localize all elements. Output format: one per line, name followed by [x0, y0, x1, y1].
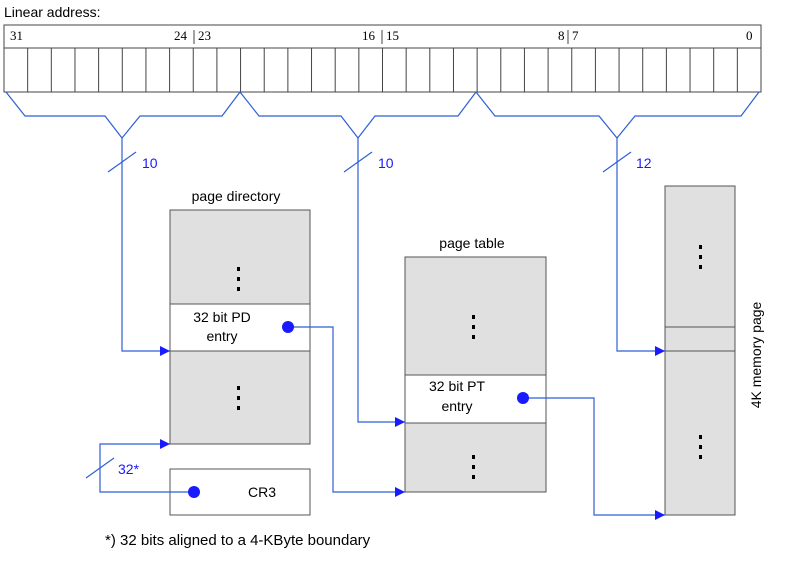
width-slash	[85, 457, 115, 479]
pt-entry-label-line2: entry	[441, 398, 472, 414]
bit-label-15: 15	[386, 28, 399, 43]
memory-page-box	[664, 185, 736, 516]
ellipsis-icon	[237, 386, 240, 410]
pt-entry-pointer-dot	[517, 392, 529, 404]
ellipsis-icon	[237, 267, 240, 291]
page-table-label: page table	[439, 235, 505, 251]
offset-field-width: 12	[636, 155, 652, 171]
ellipsis-icon	[472, 315, 475, 339]
ellipsis-icon	[699, 245, 702, 269]
width-slash	[602, 151, 632, 173]
pd-entry-to-table-arrow	[288, 326, 405, 497]
directory-field-width: 10	[142, 155, 158, 171]
linear-address-title: Linear address:	[4, 4, 101, 20]
footnote: *) 32 bits aligned to a 4-KByte boundary	[105, 532, 371, 549]
bit-label-31: 31	[10, 28, 23, 43]
ellipsis-icon	[472, 455, 475, 479]
width-slash	[343, 151, 373, 173]
brace-offset-field	[475, 91, 760, 139]
pd-entry-pointer-dot	[282, 321, 294, 333]
brace-directory-field	[5, 91, 241, 139]
bit-label-7: 7	[572, 28, 579, 43]
memory-page-label: 4K memory page	[748, 301, 764, 408]
page-directory-label: page directory	[192, 188, 281, 204]
cr3-width: 32*	[118, 461, 140, 477]
bit-label-8: 8	[558, 28, 565, 43]
brace-table-field	[239, 91, 477, 139]
table-field-width: 10	[378, 155, 394, 171]
pt-entry-to-page-arrow	[523, 397, 665, 520]
cr3-label: CR3	[248, 484, 276, 500]
bit-label-16: 16	[362, 28, 376, 43]
ellipsis-icon	[699, 435, 702, 459]
bit-cells	[27, 48, 738, 92]
field-braces	[5, 91, 760, 139]
pd-entry-label-line1: 32 bit PD	[193, 309, 251, 325]
cr3-pointer-dot	[188, 486, 200, 498]
bit-label-23: 23	[198, 28, 211, 43]
directory-index-arrow	[121, 138, 170, 356]
pt-entry-label-line1: 32 bit PT	[429, 378, 485, 394]
pd-entry-label-line2: entry	[206, 328, 237, 344]
page-table-box	[404, 256, 547, 493]
offset-arrow	[616, 138, 665, 356]
bit-label-0: 0	[746, 28, 753, 43]
table-index-arrow	[357, 138, 405, 427]
width-slash	[107, 151, 137, 173]
bit-label-24: 24	[174, 28, 188, 43]
page-directory-box	[169, 209, 311, 445]
